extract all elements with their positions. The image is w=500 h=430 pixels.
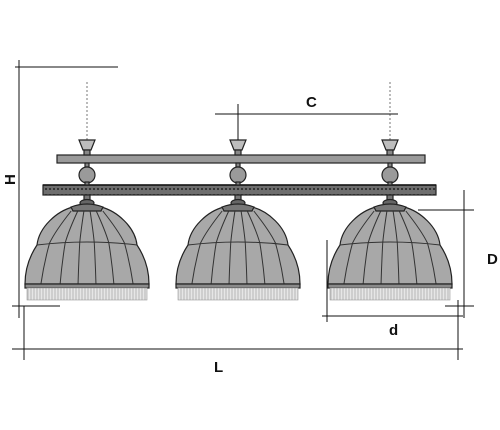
lamp-shade <box>24 203 150 301</box>
lower-bar <box>42 184 437 196</box>
dimension-l: L <box>12 306 463 376</box>
length-label: L <box>214 359 223 376</box>
lamp-shade <box>175 203 301 301</box>
height-label: H <box>2 174 19 185</box>
upper-bar <box>56 154 426 164</box>
connector <box>229 139 247 208</box>
connectors <box>78 139 399 208</box>
dimension-h: H <box>2 60 118 318</box>
center-spacing-label: C <box>306 94 317 111</box>
connector <box>78 139 96 208</box>
lamp-shades <box>24 203 453 301</box>
lamp-shade <box>327 203 453 301</box>
shade-height-label: D <box>487 251 498 268</box>
dimension-d-shade-diameter: d <box>322 240 463 339</box>
connector <box>381 139 399 208</box>
dimension-d-shade-height: D <box>418 190 498 318</box>
shade-diameter-label: d <box>389 322 398 339</box>
suspension-rods <box>86 82 391 140</box>
dimension-c: C <box>215 94 398 140</box>
